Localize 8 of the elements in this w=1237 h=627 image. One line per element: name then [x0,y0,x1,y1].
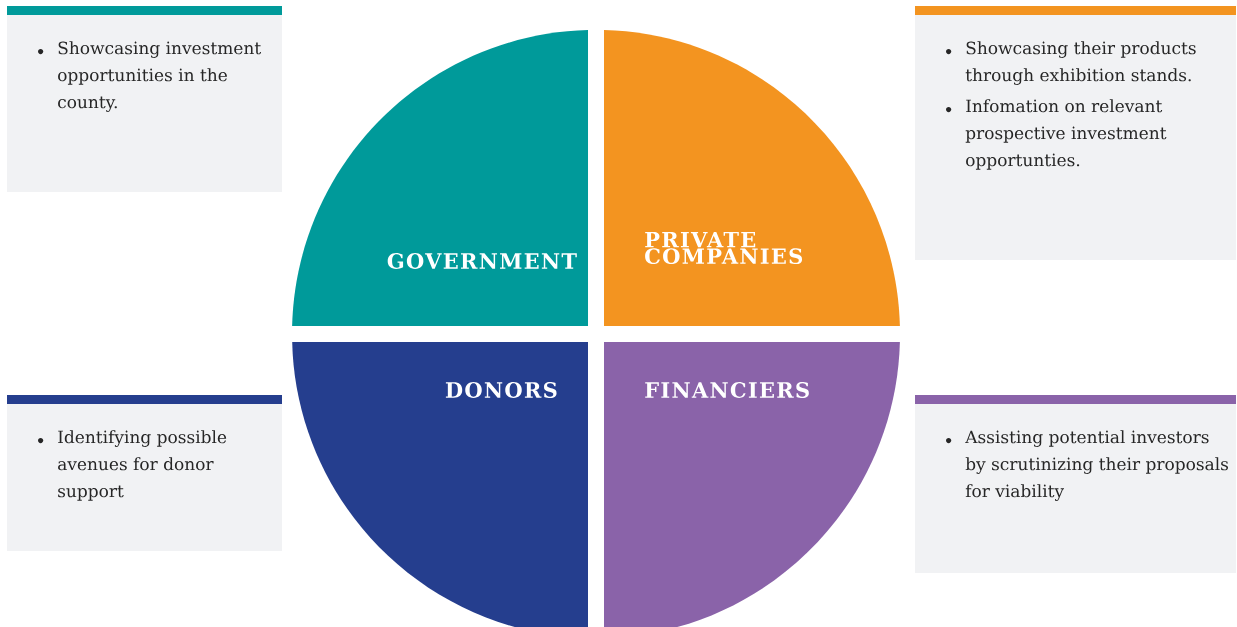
text-box: Showcasing investment opportunities in the county. [7,6,282,192]
text-box: Identifying possible avenues for donor support [7,395,282,551]
quadrant-segment: PRIVATE COMPANIES [604,30,900,326]
text-box: Showcasing their products through exhibition stands. Infomation on relevant prospective investment opportunties. [915,6,1236,260]
quadrant-segment: DONORS [292,342,588,627]
quadrant-segment: FINANCIERS [604,342,900,627]
text-box: Assisting potential investors by scrutinizing their proposals for viability [915,395,1236,573]
quadrant-segment: GOVERNMENT [292,30,588,326]
